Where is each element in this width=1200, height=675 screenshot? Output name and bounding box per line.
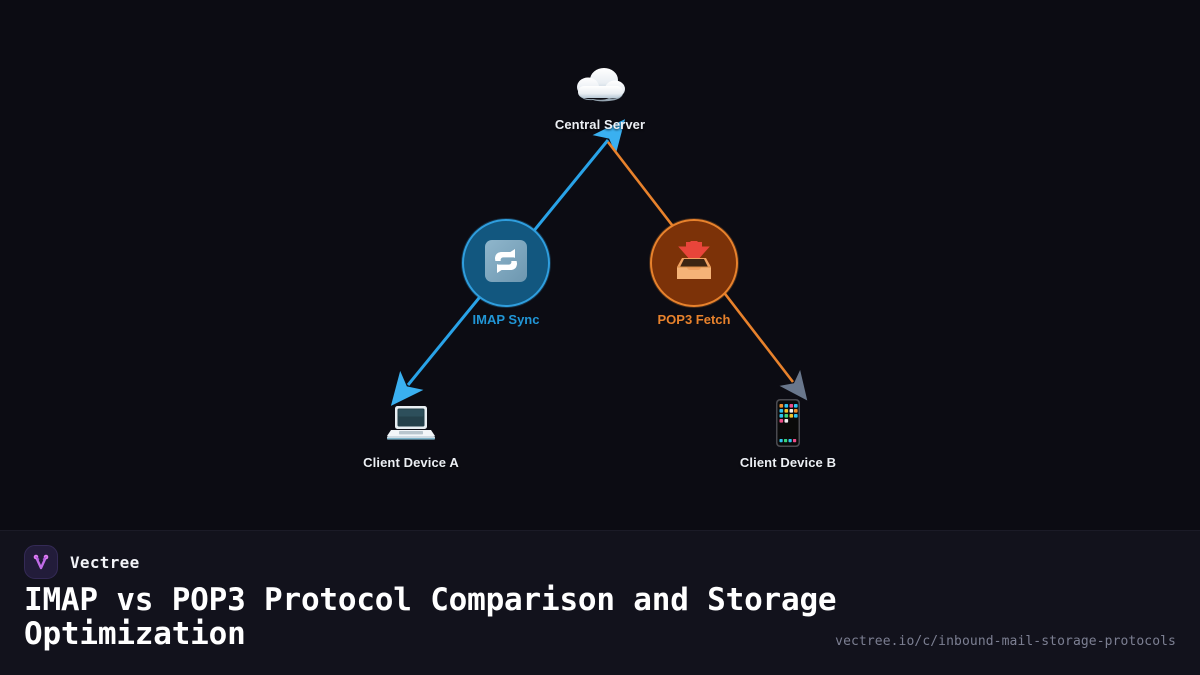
laptop-icon	[301, 396, 521, 450]
permalink-url: vectree.io/c/inbound-mail-storage-protoc…	[835, 634, 1176, 649]
node-label-client-device-b: Client Device B	[739, 455, 837, 470]
node-label-client-device-a: Client Device A	[363, 455, 459, 470]
node-label-imap-sync: IMAP Sync	[472, 312, 540, 327]
node-label-pop3-fetch: POP3 Fetch	[657, 312, 731, 327]
page-title: IMAP vs POP3 Protocol Comparison and Sto…	[24, 582, 837, 653]
diagram-canvas: Central Server	[301, 58, 898, 470]
brand-name: Vectree	[70, 552, 140, 572]
cloud-icon	[490, 58, 710, 112]
inbox-download-icon	[671, 237, 717, 290]
node-client-device-b[interactable]: Client Device B	[678, 396, 898, 470]
sync-arrows-icon	[483, 238, 529, 289]
node-pop3-fetch[interactable]	[650, 219, 738, 307]
vectree-logo-icon	[24, 545, 58, 579]
page-footer: Vectree IMAP vs POP3 Protocol Comparison…	[0, 530, 1200, 675]
node-label-central-server: Central Server	[554, 117, 646, 132]
mobile-phone-icon	[678, 396, 898, 450]
brand: Vectree	[24, 545, 140, 579]
node-client-device-a[interactable]: Client Device A	[301, 396, 521, 470]
node-central-server[interactable]: Central Server	[490, 58, 710, 132]
node-imap-sync[interactable]	[462, 219, 550, 307]
